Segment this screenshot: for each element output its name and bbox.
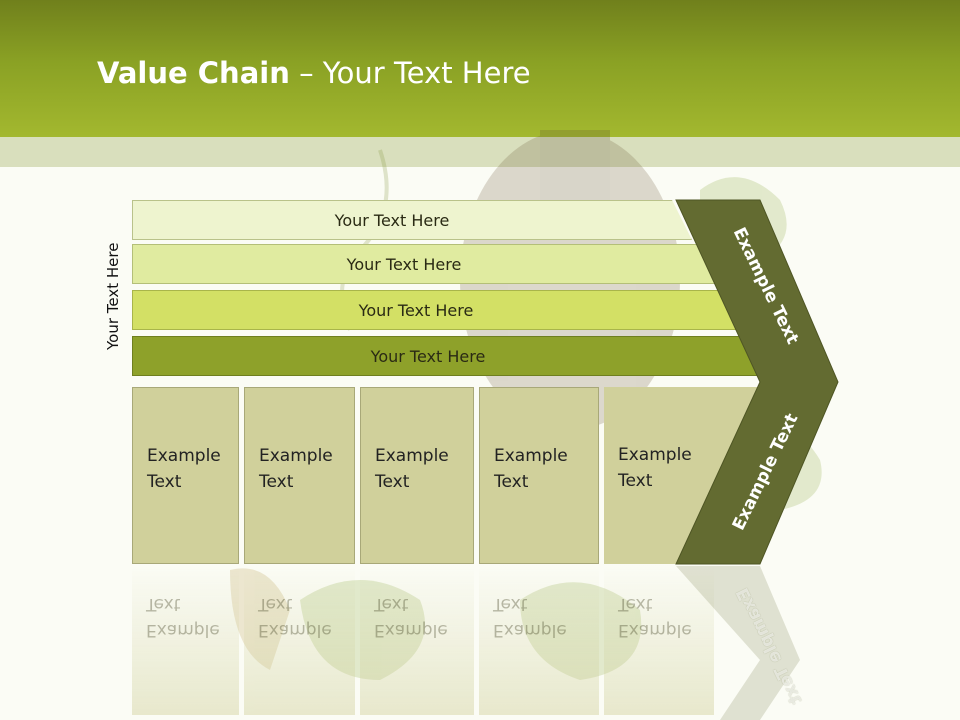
column-5-reflection-line1: Example: [618, 620, 692, 640]
column-4: Example Text: [479, 387, 599, 564]
column-4-reflection: Example Text: [479, 565, 599, 715]
side-label: Your Text Here: [104, 242, 122, 350]
column-4-line1: Example: [494, 446, 568, 466]
column-4-line2: Text: [494, 472, 529, 492]
column-5-reflection-line2: Text: [618, 594, 653, 614]
column-3-line2: Text: [375, 472, 410, 492]
column-5-line1: Example: [618, 445, 692, 465]
bar-1-label: Your Text Here: [334, 210, 450, 230]
slide-title: Value Chain – Your Text Here: [97, 56, 531, 90]
column-3-reflection-line1: Example: [374, 620, 448, 640]
bar-3: Your Text Here: [132, 290, 740, 330]
bar-1: Your Text Here: [132, 200, 692, 240]
column-2-reflection-line2: Text: [258, 594, 293, 614]
column-2: Example Text: [244, 387, 355, 564]
bar-4-label: Your Text Here: [370, 346, 486, 366]
column-5-line2: Text: [618, 471, 653, 491]
column-2-line2: Text: [259, 472, 294, 492]
column-1-reflection-line1: Example: [146, 620, 220, 640]
column-4-reflection-line1: Example: [493, 620, 567, 640]
column-5-reflection: Example Text: [604, 565, 714, 715]
column-2-line1: Example: [259, 446, 333, 466]
column-1-reflection: Example Text: [132, 565, 239, 715]
header-band: [0, 137, 960, 167]
bar-4: Your Text Here: [132, 336, 764, 376]
column-3-line1: Example: [375, 446, 449, 466]
bar-3-label: Your Text Here: [358, 300, 474, 320]
column-2-reflection: Example Text: [244, 565, 355, 715]
column-3-reflection: Example Text: [360, 565, 474, 715]
bar-2: Your Text Here: [132, 244, 716, 284]
column-1: Example Text: [132, 387, 239, 564]
column-4-reflection-line2: Text: [493, 594, 528, 614]
bar-2-label: Your Text Here: [346, 254, 462, 274]
column-2-reflection-line1: Example: [258, 620, 332, 640]
column-3: Example Text: [360, 387, 474, 564]
column-1-reflection-line2: Text: [146, 594, 181, 614]
slide-header: [0, 0, 960, 137]
column-1-line1: Example: [147, 446, 221, 466]
column-3-reflection-line2: Text: [374, 594, 409, 614]
title-bold: Value Chain: [97, 56, 290, 90]
column-1-line2: Text: [147, 472, 182, 492]
title-rest: – Your Text Here: [289, 56, 531, 90]
